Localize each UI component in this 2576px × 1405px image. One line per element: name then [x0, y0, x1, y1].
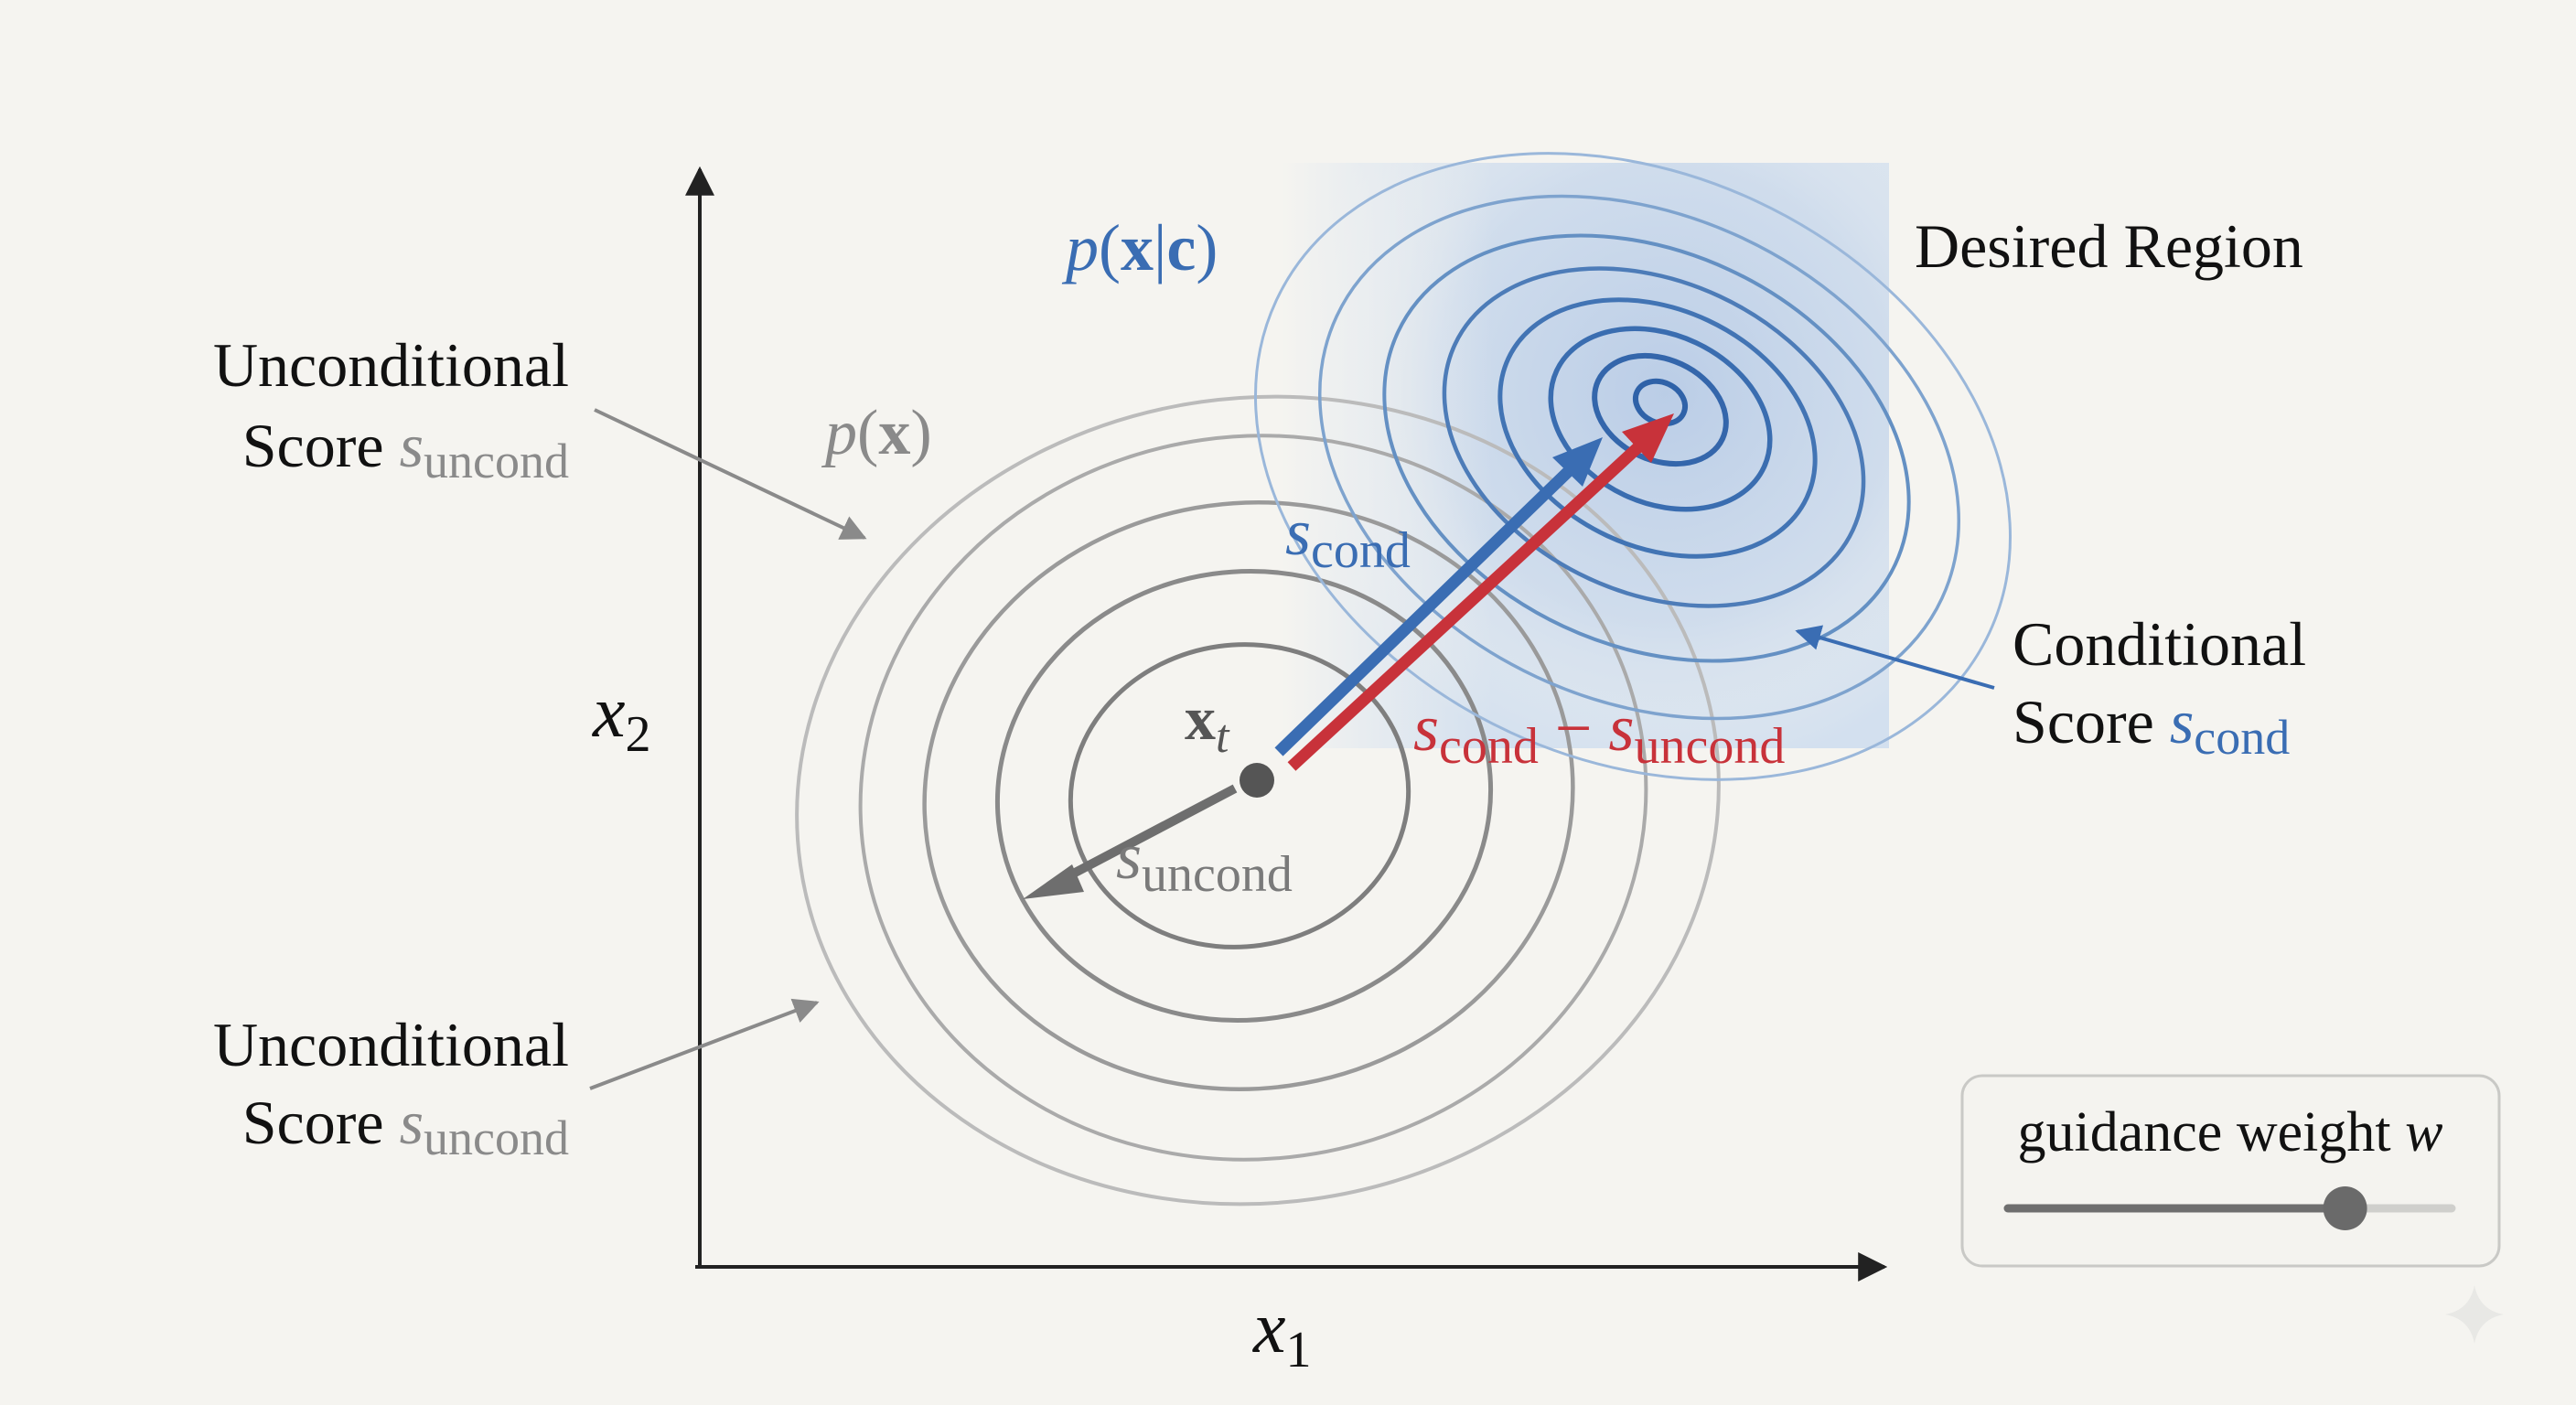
guidance-weight-control: guidance weight w: [1960, 1074, 2501, 1268]
label-p-x: p(x): [821, 398, 932, 468]
conditional-contours: [1253, 152, 2012, 781]
axis-label-x2: x2: [592, 672, 651, 763]
slider-thumb[interactable]: [2323, 1186, 2367, 1230]
pointer-conditional: [1795, 625, 1995, 690]
label-s-diff-vector: scond − suncond: [1413, 692, 1785, 775]
label-unconditional-bottom-line1: Unconditional: [213, 1010, 569, 1079]
label-unconditional-bottom-line2: Score suncond: [242, 1088, 569, 1165]
label-conditional-line2: Score scond: [2012, 687, 2290, 765]
pointer-uncond-bottom: [589, 998, 820, 1090]
guidance-weight-slider[interactable]: [2003, 1186, 2456, 1230]
guidance-weight-panel: [1960, 1074, 2501, 1268]
label-s-uncond-vector: suncond: [1116, 820, 1293, 903]
annotation-pointers: [589, 408, 1995, 1090]
sparkle-icon: [2445, 1285, 2504, 1344]
label-unconditional-top-line2: Score suncond: [242, 411, 569, 488]
guidance-weight-label: guidance weight w: [2018, 1101, 2443, 1164]
score-vectors: [1023, 413, 1674, 899]
label-desired-region: Desired Region: [1915, 211, 2303, 281]
s-uncond-arrow: [1058, 784, 1238, 885]
s-diff-arrowhead: [1622, 413, 1674, 463]
label-p-x-given-c: p(x|c): [1061, 211, 1218, 284]
label-s-cond-vector: scond: [1285, 496, 1411, 579]
s-diff-arrow: [1287, 439, 1647, 771]
unconditional-contours: [795, 394, 1721, 1207]
x-t-point: [1240, 763, 1274, 798]
pointer-uncond-top: [594, 408, 867, 540]
label-conditional-line1: Conditional: [2012, 609, 2306, 679]
axis-label-x1: x1: [1252, 1288, 1312, 1378]
label-x-t: xt: [1185, 683, 1230, 763]
s-cond-arrow: [1274, 462, 1578, 756]
axes: [685, 166, 1888, 1282]
s-uncond-arrowhead: [1023, 864, 1084, 899]
label-unconditional-top-line1: Unconditional: [213, 330, 569, 400]
s-cond-arrowhead: [1552, 437, 1603, 487]
